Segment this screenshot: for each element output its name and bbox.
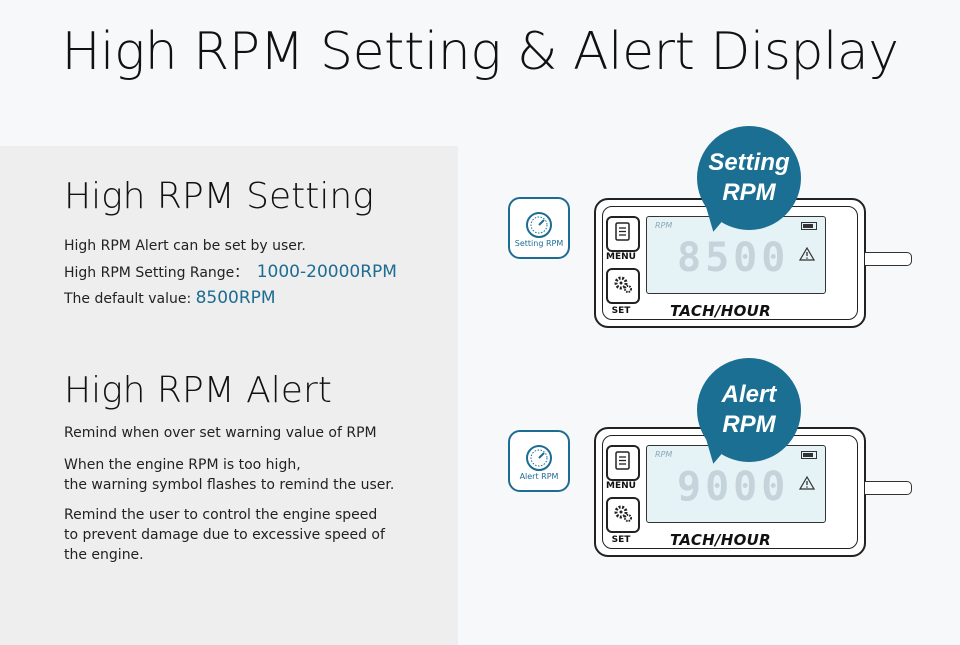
setting-bubble: Setting RPM	[697, 126, 801, 230]
alert-heading: High RPM Alert	[64, 370, 332, 411]
gear-icon	[614, 276, 632, 293]
setting-rpm-badge: Setting RPM	[508, 197, 570, 259]
set-label: SET	[611, 535, 631, 545]
gauge-icon	[526, 212, 552, 238]
cable-stem	[865, 481, 912, 495]
warning-icon	[799, 247, 815, 261]
battery-icon	[801, 222, 817, 230]
lcd-rpm-label: RPM	[655, 221, 673, 230]
setting-range: High RPM Setting Range： 1000-20000RPM	[64, 262, 397, 283]
lcd-digits: 8500	[677, 235, 790, 281]
alert-desc-3a: Remind the user to control the engine sp…	[64, 507, 378, 523]
menu-icon	[615, 222, 630, 241]
menu-label: MENU	[606, 252, 636, 262]
tach-device-setting: MENU SET RPM 8500 TACH/HOUR	[594, 198, 912, 328]
text-panel	[0, 146, 458, 645]
alert-bubble-line2: RPM	[722, 411, 776, 438]
alert-desc-2a: When the engine RPM is too high,	[64, 457, 301, 473]
setting-range-value: 1000-20000RPM	[256, 262, 397, 282]
set-label: SET	[611, 306, 631, 316]
setting-default: The default value: 8500RPM	[64, 288, 276, 309]
tach-device-alert: MENU SET RPM 9000 TACH/HOUR	[594, 427, 912, 557]
menu-icon	[615, 451, 630, 470]
menu-button[interactable]	[606, 216, 640, 252]
setting-default-label: The default value:	[64, 291, 192, 307]
brand-label: TACH/HOUR	[670, 302, 771, 320]
set-button[interactable]	[606, 497, 640, 533]
menu-button[interactable]	[606, 445, 640, 481]
brand-label: TACH/HOUR	[670, 531, 771, 549]
gauge-icon	[526, 445, 552, 471]
lcd-digits: 9000	[677, 464, 790, 510]
alert-desc-2b: the warning symbol flashes to remind the…	[64, 477, 395, 493]
cable-stem	[865, 252, 912, 266]
page-title: High RPM Setting & Alert Display	[61, 22, 899, 82]
gear-icon	[614, 505, 632, 522]
lcd-rpm-label: RPM	[655, 450, 673, 459]
alert-desc-3c: the engine.	[64, 547, 144, 563]
alert-bubble: Alert RPM	[697, 358, 801, 462]
setting-desc: High RPM Alert can be set by user.	[64, 238, 306, 254]
setting-range-label: High RPM Setting Range：	[64, 265, 249, 281]
alert-badge-caption: Alert RPM	[519, 472, 559, 481]
alert-desc-3: Remind the user to control the engine sp…	[64, 505, 385, 565]
setting-bubble-line1: Setting	[708, 149, 790, 176]
menu-label: MENU	[606, 481, 636, 491]
alert-bubble-line1: Alert	[721, 381, 777, 408]
setting-heading: High RPM Setting	[64, 176, 374, 217]
alert-desc-3b: to prevent damage due to excessive speed…	[64, 527, 385, 543]
setting-badge-caption: Setting RPM	[514, 239, 564, 248]
alert-rpm-badge: Alert RPM	[508, 430, 570, 492]
lcd-screen: RPM 8500	[646, 216, 826, 294]
battery-icon	[801, 451, 817, 459]
alert-desc-1: Remind when over set warning value of RP…	[64, 425, 377, 441]
warning-icon	[799, 476, 815, 490]
setting-bubble-line2: RPM	[722, 179, 776, 206]
setting-default-value: 8500RPM	[195, 288, 276, 308]
set-button[interactable]	[606, 268, 640, 304]
alert-desc-2: When the engine RPM is too high, the war…	[64, 455, 394, 495]
